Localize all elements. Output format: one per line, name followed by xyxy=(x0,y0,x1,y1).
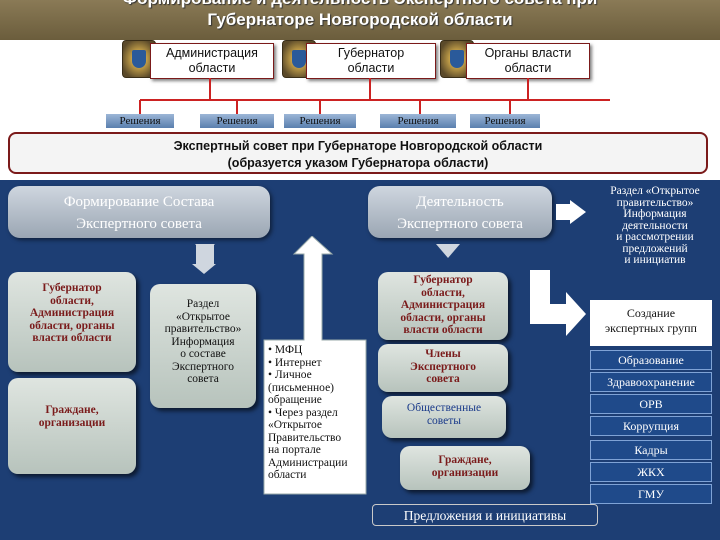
citizens-tile-left: Граждане, организации xyxy=(8,378,136,474)
admin-box: Администрация области xyxy=(150,43,274,79)
razdel-tile: Раздел «Открытое правительство» Информац… xyxy=(150,284,256,408)
group-item: Образование xyxy=(590,350,712,370)
open-gov-info: Раздел «Открытое правительство» Информац… xyxy=(610,185,700,266)
decision-label: Решения xyxy=(200,114,274,128)
public-councils-tile: Общественные советы xyxy=(382,396,506,438)
down-arrow-icon xyxy=(192,264,216,274)
group-item: Здравоохранение xyxy=(590,372,712,392)
page-title: Формирование и деятельность Экспертного … xyxy=(0,0,720,30)
mfc-arrow xyxy=(263,236,367,495)
group-item: ГМУ xyxy=(590,484,712,504)
group-item: ЖКХ xyxy=(590,462,712,482)
governor-box: Губернатор области xyxy=(306,43,436,79)
down-arrow-icon xyxy=(436,244,460,258)
decision-label: Решения xyxy=(470,114,540,128)
expert-council-subtitle: (образуется указом Губернатора области) xyxy=(227,156,489,170)
group-item: Кадры xyxy=(590,440,712,460)
citizens-tile-right: Граждане, организации xyxy=(400,446,530,490)
arrow-shaft xyxy=(196,244,214,264)
gov-tile-left: Губернатор области, Администрация област… xyxy=(8,272,136,372)
expert-council-title: Экспертный совет при Губернаторе Новгоро… xyxy=(173,139,543,153)
group-item: Коррупция xyxy=(590,416,712,436)
authorities-box: Органы власти области xyxy=(466,43,590,79)
decision-label: Решения xyxy=(380,114,456,128)
formation-panel: Формирование Состава Экспертного совета xyxy=(8,186,270,238)
expert-council-box: Экспертный совет при Губернаторе Новгоро… xyxy=(8,132,708,174)
decision-label: Решения xyxy=(284,114,356,128)
mfc-text: • МФЦ • Интернет • Личное (письменное) о… xyxy=(268,344,348,481)
members-tile: Члены Экспертного совета xyxy=(378,344,508,392)
group-item: ОРВ xyxy=(590,394,712,414)
decision-label: Решения xyxy=(106,114,174,128)
proposals-label: Предложения и инициативы xyxy=(372,504,598,526)
title-line-1: Формирование и деятельность Экспертного … xyxy=(0,0,720,9)
header-band xyxy=(0,0,720,40)
top-connectors xyxy=(139,78,610,114)
activity-panel: Деятельность Экспертного совета xyxy=(368,186,552,238)
expert-groups-box: Создание экспертных групп xyxy=(590,300,712,346)
right-flow-arrows xyxy=(530,200,586,336)
gov-tile-right: Губернатор области, Администрация област… xyxy=(378,272,508,340)
title-line-2: Губернаторе Новгородской области xyxy=(207,10,513,29)
